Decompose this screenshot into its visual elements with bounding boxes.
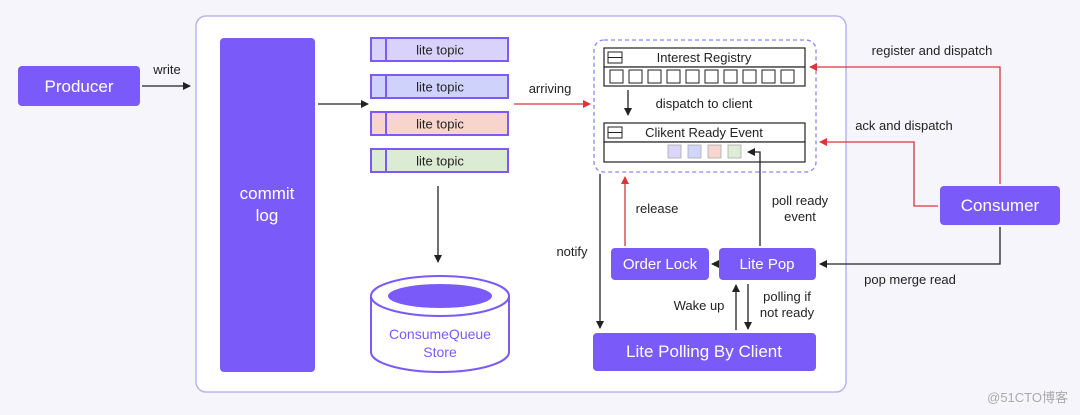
ready-event-chip [727,144,742,159]
order-lock-label: Order Lock [623,256,698,273]
registry-cell [666,69,681,84]
register-label: register and dispatch [872,43,993,58]
ready-event-chip [667,144,682,159]
registry-cell [723,69,738,84]
lite-topic-1: lite topic [370,37,509,62]
watermark-text: @51CTO博客 [987,390,1068,405]
producer-label: Producer [45,77,114,96]
interest-registry-title: Interest Registry [657,50,752,65]
pop-merge-arrow [819,227,1001,268]
registry-cell [742,69,757,84]
lite-topic-label: lite topic [416,80,464,95]
commit-log-line1: commit [240,184,295,203]
store-label-line1: ConsumeQueue [389,326,491,342]
ack-arrow [819,138,938,207]
consumer-node: Consumer [940,186,1060,225]
ack-label: ack and dispatch [855,118,953,133]
ready-event-chip [687,144,702,159]
poll-ready-arrow [747,148,761,246]
lite-topic-label: lite topic [416,154,464,169]
ready-event-chip [707,144,722,159]
dispatch-label: dispatch to client [656,96,753,111]
lite-topic-4: lite topic [370,148,509,173]
registry-cell [628,69,643,84]
lite-topic-label: lite topic [416,117,464,132]
lite-polling-label: Lite Polling By Client [626,342,782,361]
pop-merge-label: pop merge read [864,272,956,287]
commit-log-node: commit log [220,38,315,372]
poll-ready-line2: event [784,209,816,224]
interest-registry: Interest Registry [603,47,806,87]
client-ready-event: Clikent Ready Event [603,122,806,163]
commit-log-line2: log [256,206,279,225]
lite-pop-label: Lite Pop [739,256,794,273]
registry-cell [647,69,662,84]
consumer-label: Consumer [961,196,1040,215]
lite-topic-label: lite topic [416,43,464,58]
system-boundary [195,15,847,393]
registry-cell [780,69,795,84]
lite-pop-node: Lite Pop [719,248,816,280]
store-label-line2: Store [423,344,457,360]
polling-if-line1: polling if [763,289,811,304]
registry-cell [761,69,776,84]
registry-cells [609,69,795,84]
lite-polling-node: Lite Polling By Client [593,333,816,371]
registry-container [593,39,817,173]
ready-event-title: Clikent Ready Event [645,125,763,140]
registry-cell [704,69,719,84]
lite-topic-3: lite topic [370,111,509,136]
polling-if-line2: not ready [760,305,815,320]
registry-cell [609,69,624,84]
ready-event-chips [667,144,742,159]
poll-ready-line1: poll ready [772,193,829,208]
consumequeue-store: ConsumeQueue Store [370,275,510,373]
producer-node: Producer [18,66,140,106]
lite-topic-list: lite topic lite topic lite topic lite topic [370,37,509,173]
release-label: release [636,201,679,216]
notify-label: notify [556,244,588,259]
order-lock-node: Order Lock [611,248,709,280]
register-arrow [809,63,1001,184]
wake-up-label: Wake up [674,298,725,313]
lite-topic-2: lite topic [370,74,509,99]
write-label: write [152,62,180,77]
registry-cell [685,69,700,84]
arriving-label: arriving [529,81,572,96]
